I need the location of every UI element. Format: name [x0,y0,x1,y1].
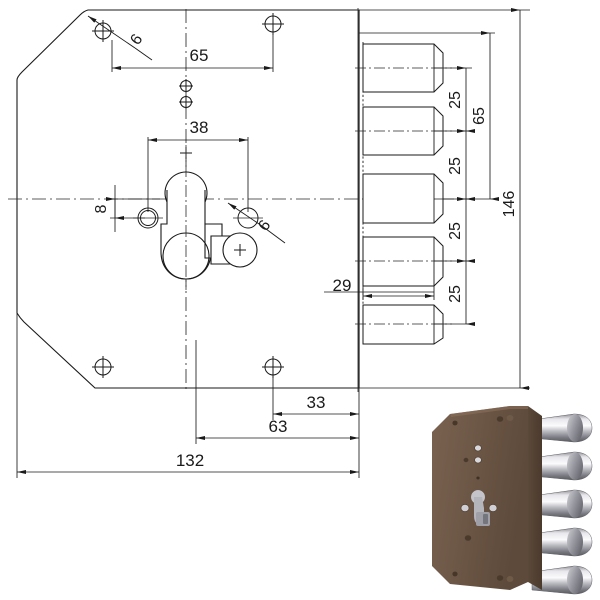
dimension-label-29: 29 [333,276,352,295]
dimension-33 [272,367,360,420]
dimension-146 [359,8,530,390]
dimension-label-63: 63 [269,417,288,436]
dimension-63 [195,340,360,444]
dimension-label-8: 8 [93,204,110,213]
product-photo-panel [424,404,596,596]
bolt-1 [355,43,452,93]
dimension-65-right [359,31,499,201]
dimension-label-146: 146 [501,191,518,218]
bolt-3 [362,173,444,224]
leader-6-mid [227,202,286,244]
photo-bolts [531,413,593,595]
dimension-38 [147,137,249,212]
dimension-8 [106,185,160,232]
bolt-5 [355,304,452,345]
dimension-label-65-top: 65 [190,46,209,65]
dimension-label-33: 33 [307,393,326,412]
photo-body [432,406,542,590]
dimension-132 [16,313,360,478]
photo-face-details [452,415,514,582]
dimension-label-25-b: 25 [447,157,464,175]
dimension-label-132: 132 [176,451,204,470]
dimension-chain-25 [434,66,475,326]
bolt-group [355,43,452,345]
bolt-4 [355,236,452,287]
photo-bolt-5 [531,565,593,595]
dimension-29 [324,286,435,300]
dimension-label-25-c: 25 [447,222,464,240]
dimension-label-25-d: 25 [447,285,464,303]
lock-body-photo [424,404,596,596]
photo-bolt-4 [531,527,593,557]
photo-bolt-2 [531,451,593,481]
dimension-label-38: 38 [190,118,209,137]
keyhole-inner-marks [185,145,247,290]
dimension-label-25-a: 25 [447,91,464,109]
dimension-label-65-right: 65 [471,107,488,125]
photo-bolt-3 [531,489,593,519]
dimension-65-top [111,33,274,72]
photo-bolt-1 [531,413,593,443]
leader-6-topleft [87,15,153,61]
